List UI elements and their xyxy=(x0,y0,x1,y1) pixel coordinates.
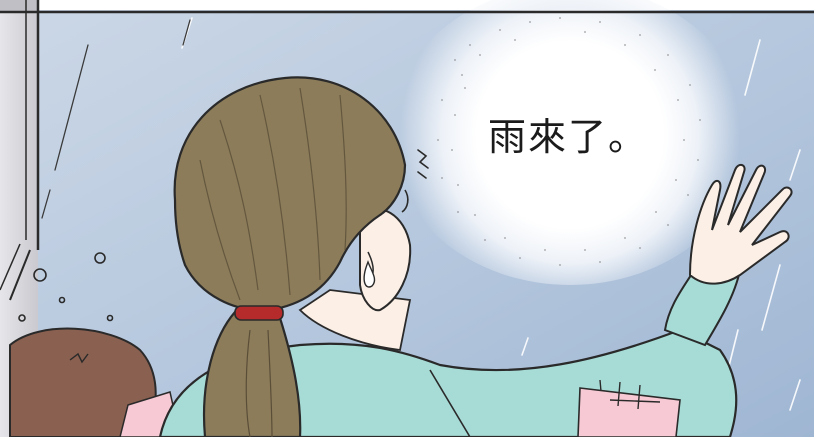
woman-hair xyxy=(173,76,407,312)
rain-streaks-dark xyxy=(41,19,191,219)
surprise-mark-icon xyxy=(417,149,429,179)
light-glow xyxy=(390,0,750,285)
speech-text: 雨來了。 xyxy=(488,115,649,159)
bubble-dots-icon xyxy=(18,252,114,322)
rain-streaks xyxy=(181,17,801,411)
glow-speckles xyxy=(437,17,701,266)
woman-ponytail xyxy=(202,310,302,437)
window-frame-left xyxy=(0,0,38,437)
sweat-drop-icon xyxy=(363,260,376,288)
hair-tie xyxy=(234,305,284,321)
sleeve-patch xyxy=(577,387,681,437)
woman-hand xyxy=(688,164,793,285)
